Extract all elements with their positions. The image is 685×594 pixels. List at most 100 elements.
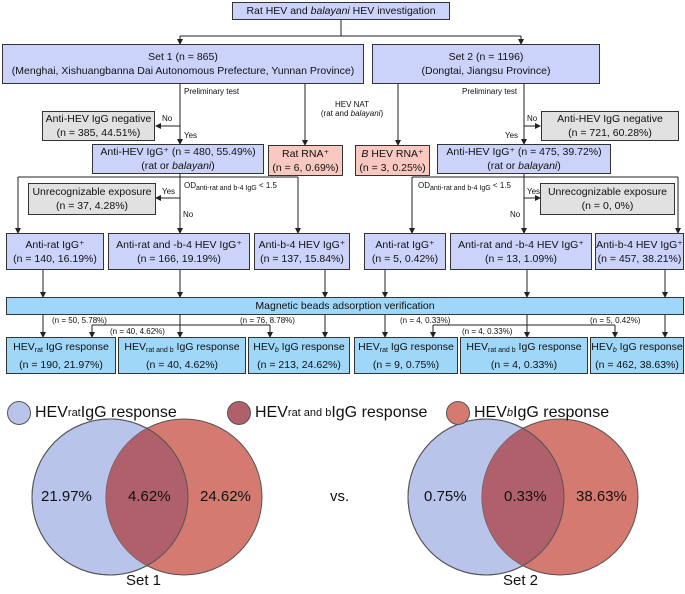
hev: HEV	[474, 404, 507, 421]
count: (n = 4, 0.33%)	[490, 358, 558, 371]
venn1-overlap	[106, 419, 188, 575]
set1-box: Set 1 (n = 865) (Menghai, Xishuangbanna D…	[2, 44, 364, 84]
venn2-label: Set 2	[503, 572, 539, 589]
od-label-1: ODanti-rat and b-4 IgG < 1.5	[184, 181, 277, 193]
hev: HEV	[255, 404, 288, 421]
sub: rat	[67, 407, 81, 419]
prelim-label-1: Preliminary test	[184, 87, 240, 96]
hev: HEV	[253, 340, 275, 353]
legend-ratb-swatch	[227, 401, 251, 425]
sub: rat and b	[488, 346, 516, 354]
nat-line2: (rat and	[320, 109, 351, 118]
set1-resp-b: HEVb IgG response(n = 213, 24.62%)	[248, 337, 350, 374]
neg1-title: Anti-HEV IgG negative	[45, 113, 152, 125]
od-threshold: < 1.5	[256, 181, 277, 190]
venn1-right-value: 24.62%	[200, 488, 251, 505]
count: (n = 462, 38.63%)	[595, 358, 679, 371]
hev: HEV	[124, 340, 146, 353]
venn-set2	[407, 418, 639, 576]
sub: rat and b	[287, 407, 332, 419]
sub: b	[506, 407, 514, 419]
rat-rna-box: Rat RNA⁺(n = 6, 0.69%)	[268, 145, 343, 176]
yes-label-1: Yes	[184, 131, 198, 140]
count: (n = 140, 16.19%)	[13, 252, 97, 265]
pos1-sub: (rat or	[141, 160, 173, 172]
label: Anti-rat IgG⁺	[25, 238, 85, 251]
count: (n = 190, 21.97%)	[19, 358, 103, 371]
unrec1-count: (n = 37, 4.28%)	[55, 200, 129, 212]
suffix: IgG response	[513, 404, 610, 421]
label: Anti-rat and -b-4 HEV IgG⁺	[116, 238, 242, 251]
label: Anti-b-4 HEV IgG⁺	[596, 238, 683, 251]
set2-resp-b: HEVb IgG response(n = 462, 38.63%)	[590, 337, 684, 374]
neg1-count: (n = 385, 44.51%)	[56, 127, 141, 139]
title-text: Rat HEV and	[246, 5, 311, 17]
suffix: IgG response	[173, 340, 240, 353]
set2-title: Set 2 (n = 1196)	[448, 51, 524, 63]
neg1-box: Anti-HEV IgG negative (n = 385, 44.51%)	[42, 111, 155, 141]
no-label-4: No	[510, 210, 521, 219]
count: (n = 166, 19.19%)	[137, 252, 221, 265]
set2-box: Set 2 (n = 1196)(Dongtai, Jiangsu Provin…	[372, 44, 600, 84]
set1-location: (Menghai, Xishuangbanna Dai Autonomous P…	[11, 65, 355, 77]
b-rna-title: HEV RNA⁺	[368, 147, 424, 160]
count: (n = 457, 38.21%)	[597, 252, 682, 265]
cross-label: (n = 76, 8.78%)	[240, 316, 295, 325]
unrec2-box: Unrecognizable exposure(n = 0, 0%)	[540, 183, 675, 215]
venn-set1	[31, 418, 263, 576]
pos1-em: balayani	[172, 160, 212, 172]
od-label-2: ODanti-rat and b-4 IgG < 1.5	[418, 181, 511, 193]
magnetic-label: Magnetic beads adsorption verification	[255, 300, 435, 312]
pos2-sub: (rat or	[487, 160, 519, 172]
sub: rat and b	[146, 346, 174, 354]
pos2-title: Anti-HEV IgG⁺ (n = 475, 39.72%)	[446, 146, 602, 158]
nat-line1: HEV NAT	[334, 100, 370, 109]
suffix: IgG response	[515, 340, 582, 353]
pos1-end: )	[211, 160, 215, 172]
hev: HEV	[591, 340, 613, 353]
pos1-title: Anti-HEV IgG⁺ (n = 480, 55.49%)	[100, 146, 256, 158]
set1-title: Set 1 (n = 865)	[148, 51, 218, 63]
suffix: IgG response	[387, 340, 454, 353]
neg2-title: Anti-HEV IgG negative	[557, 113, 663, 125]
nat-end: )	[380, 109, 384, 118]
title-box: Rat HEV and balayani HEV investigation	[232, 2, 450, 20]
set1-resp-rat: HEVrat IgG response(n = 190, 21.97%)	[6, 337, 116, 374]
venn2-right-value: 38.63%	[576, 488, 627, 505]
set2-anti-rat-b4-box: Anti-rat and -b-4 HEV IgG⁺(n = 13, 1.09%…	[450, 233, 592, 270]
hev: HEV	[35, 404, 68, 421]
set2-anti-rat-box: Anti-rat IgG⁺(n = 5, 0.42%)	[364, 233, 446, 270]
count: (n = 9, 0.75%)	[372, 358, 440, 371]
set1-anti-rat-b4-box: Anti-rat and -b-4 HEV IgG⁺(n = 166, 19.1…	[108, 233, 250, 270]
b-rna-count: (n = 3, 0.25%)	[359, 161, 426, 174]
b-rna-box: B HEV RNA⁺(n = 3, 0.25%)	[355, 145, 430, 176]
vs-label: vs.	[330, 488, 350, 505]
hev: HEV	[466, 340, 488, 353]
suffix: IgG response	[278, 340, 345, 353]
set1-anti-rat-box: Anti-rat IgG⁺(n = 140, 16.19%)	[6, 233, 104, 270]
label: Anti-b-4 HEV IgG⁺	[258, 238, 346, 251]
hev-nat-label: HEV NAT(rat and balayani)	[312, 100, 392, 118]
count: (n = 213, 24.62%)	[257, 358, 341, 371]
set1-resp-ratb: HEVrat and b IgG response(n = 40, 4.62%)	[118, 337, 246, 374]
venn1-left-value: 21.97%	[41, 488, 92, 505]
neg2-box: Anti-HEV IgG negative (n = 721, 60.28%)	[541, 111, 679, 141]
no-label-2: No	[527, 114, 538, 123]
od: OD	[418, 181, 430, 190]
sub: rat	[379, 346, 388, 354]
no-label-1: No	[162, 114, 173, 123]
suffix: IgG response	[616, 340, 683, 353]
suffix: IgG response	[42, 340, 109, 353]
magnetic-beads-bar: Magnetic beads adsorption verification	[6, 297, 684, 315]
unrec2-title: Unrecognizable exposure	[547, 186, 668, 198]
rat-rna-title: Rat RNA⁺	[282, 147, 329, 160]
yes-label-3: Yes	[162, 187, 176, 196]
hev: HEV	[13, 340, 35, 353]
label: Anti-rat and -b-4 HEV IgG⁺	[458, 238, 584, 251]
yes-label-4: Yes	[527, 187, 541, 196]
neg2-count: (n = 721, 60.28%)	[568, 127, 652, 139]
set2-anti-b4-box: Anti-b-4 HEV IgG⁺(n = 457, 38.21%)	[595, 233, 684, 270]
